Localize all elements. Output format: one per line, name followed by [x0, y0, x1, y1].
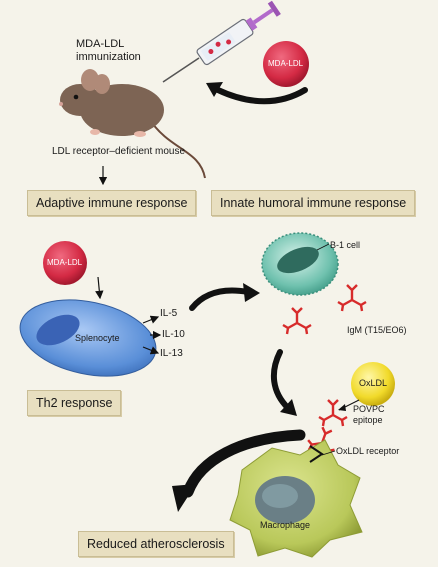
arrow-ball-to-mouse: [215, 87, 308, 105]
b1-cell-label: B-1 cell: [330, 240, 361, 250]
mouse-label: LDL receptor–deficient mouse: [52, 146, 186, 157]
b1-cell: [261, 232, 339, 296]
mda-ldl-label-mid: MDA-LDL: [47, 258, 83, 267]
syringe-icon: [162, 0, 281, 83]
splenocyte-label: Splenocyte: [75, 333, 120, 343]
il10-label: IL-10: [162, 329, 185, 340]
igm-antibody-3: [318, 399, 348, 427]
il5-label: IL-5: [160, 308, 178, 319]
igm-antibody-1: [337, 284, 367, 312]
innate-response-box: Innate humoral immune response: [211, 190, 416, 216]
oxldl-label: OxLDL: [359, 378, 388, 388]
mda-ldl-ball-top: [263, 41, 309, 87]
arrow-to-reduced: [182, 429, 306, 498]
il13-label: IL-13: [160, 348, 183, 359]
immunization-label: MDA-LDL immunization: [76, 38, 141, 63]
macrophage-label: Macrophage: [260, 520, 311, 530]
mouse-icon: [59, 69, 206, 179]
reduced-atherosclerosis-box: Reduced atherosclerosis: [78, 531, 234, 557]
macrophage-cell: [229, 439, 363, 558]
igm-antibody-2: [282, 307, 312, 335]
mda-ldl-label-top: MDA-LDL: [268, 59, 304, 68]
mda-ldl-ball-mid: [43, 241, 87, 285]
igm-label: IgM (T15/EO6): [347, 325, 407, 335]
povpc-label: POVPC epitope: [353, 404, 385, 425]
splenocyte-cell: [19, 299, 157, 377]
arrow-mda-to-splenocyte: [95, 276, 104, 300]
adaptive-response-box: Adaptive immune response: [27, 190, 197, 216]
oxldl-receptor-icon: [309, 445, 324, 463]
oxldl-receptor-label: OxLDL receptor: [336, 446, 400, 456]
arrow-il5-to-b1: [189, 287, 251, 311]
arrow-il13: [142, 346, 160, 355]
arrow-igm-to-macrophage: [270, 349, 291, 411]
th2-response-box: Th2 response: [27, 390, 122, 416]
oxldl-ball: [351, 362, 395, 406]
arrow-il5: [142, 315, 160, 324]
